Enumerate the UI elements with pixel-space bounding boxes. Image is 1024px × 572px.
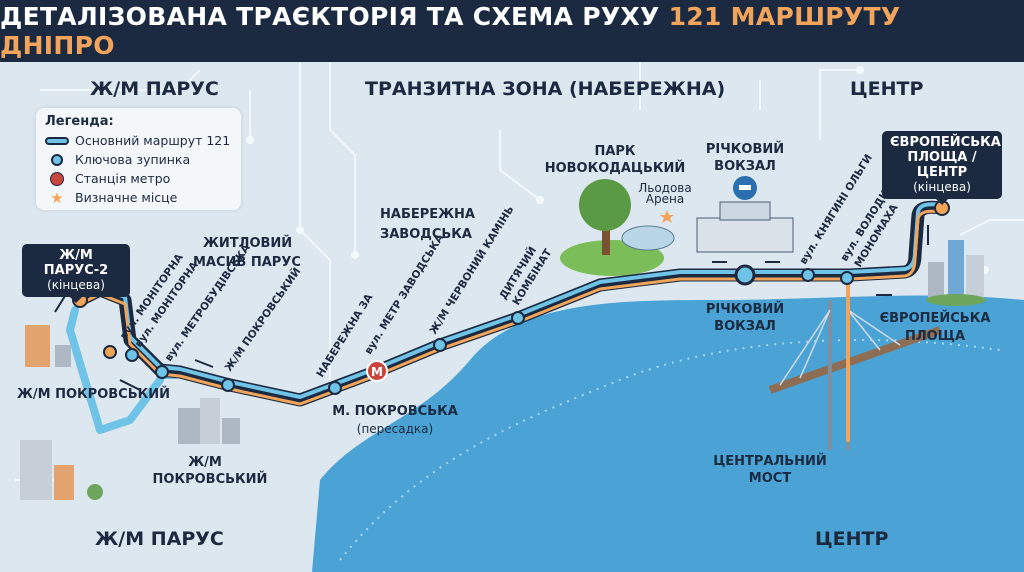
route-line-icon — [45, 136, 69, 145]
stop[interactable] — [511, 311, 525, 325]
legend-label: Визначне місце — [75, 190, 178, 205]
area-label: МОСТ — [749, 471, 792, 486]
area-label: ЦЕНТРАЛЬНИЙ — [713, 453, 827, 469]
stop[interactable] — [840, 271, 854, 285]
zone-label: Ж/М ПАРУС — [95, 528, 224, 550]
area-label: ПОКРОВСЬКИЙ — [153, 471, 268, 487]
stop-label: НАБЕРЕЖНА ЗА — [314, 291, 375, 379]
stop[interactable] — [328, 381, 342, 395]
area-label: ВОКЗАЛ — [714, 319, 776, 334]
stop[interactable] — [155, 365, 169, 379]
park-illustration — [560, 179, 675, 276]
legend-label: Ключова зупинка — [75, 152, 191, 167]
terminal-end-callout: ЄВРОПЕЙСЬКА ПЛОЩА / ЦЕНТР (кінцева) — [882, 131, 1002, 205]
stop-label: вул. МЕТР ЗАВОДСЬКА — [362, 231, 446, 356]
direction-arrows — [54, 225, 929, 391]
terminal-note: (кінцева) — [913, 180, 971, 194]
circuit-nodes — [246, 66, 989, 274]
landmark-label: Арена — [646, 192, 684, 206]
landmark-label: Льодова — [638, 181, 692, 195]
legend-title: Легенда: — [45, 114, 114, 129]
stop-circle-icon — [45, 153, 69, 166]
area-label: ЄВРОПЕЙСЬКА — [880, 310, 991, 326]
legend-item: Ключова зупинка — [45, 150, 232, 169]
terminal-name: Ж/М ПАРУС-2 — [43, 248, 109, 278]
legend-label: Основний маршрут 121 — [75, 133, 231, 148]
star-icon: ★ — [50, 188, 64, 207]
stop[interactable] — [801, 268, 815, 282]
zone-label: Ж/М ПАРУС — [90, 78, 219, 100]
buildings-pokrovsky — [20, 398, 240, 500]
river-station-building — [696, 176, 794, 253]
area-label: ВОКЗАЛ — [714, 159, 776, 174]
area-label: РІЧКОВИЙ — [706, 141, 784, 157]
star-icon — [660, 210, 674, 223]
legend-label: Станція метро — [75, 171, 171, 186]
zone-label: ТРАНЗИТНА ЗОНА (НАБЕРЕЖНА) — [365, 78, 725, 100]
terminal-start-callout: Ж/М ПАРУС-2 (кінцева) — [22, 244, 130, 303]
metro-station-label: М. ПОКРОВСЬКА — [332, 404, 458, 419]
legend-item: ★ Визначне місце — [45, 188, 232, 207]
area-label: ЗАВОДСЬКА — [380, 227, 472, 242]
area-label: Ж/М — [188, 455, 222, 470]
stop[interactable] — [103, 345, 117, 359]
area-label: НОВОКОДАЦЬКИЙ — [545, 160, 686, 176]
zone-label: ЦЕНТР — [815, 528, 888, 550]
area-label: НАБЕРЕЖНА — [380, 207, 475, 222]
page-title: ДЕТАЛІЗОВАНА ТРАЄКТОРІЯ ТА СХЕМА РУХУ 12… — [0, 2, 1024, 60]
area-label: ПЛОЩА — [905, 329, 965, 344]
buildings-euro — [926, 240, 986, 306]
area-label: МАСИВ ПАРУС — [193, 255, 301, 270]
stop[interactable] — [433, 338, 447, 352]
terminal-note: (кінцева) — [47, 278, 105, 292]
stop[interactable] — [125, 348, 139, 362]
terminal-name: ПЛОЩА / ЦЕНТР — [907, 150, 977, 180]
legend: Легенда: Основний маршрут 121 Ключова зу… — [36, 108, 241, 210]
stop[interactable] — [221, 378, 235, 392]
buildings-parus — [25, 325, 71, 367]
area-label: РІЧКОВИЙ — [706, 301, 784, 317]
metro-icon — [45, 171, 69, 186]
title-accent: 121 МАРШРУТУ ДНІПРО — [0, 2, 901, 60]
river-station-stop[interactable] — [734, 264, 756, 286]
title-bar: ДЕТАЛІЗОВАНА ТРАЄКТОРІЯ ТА СХЕМА РУХУ 12… — [0, 0, 1024, 62]
terminal-name: ЄВРОПЕЙСЬКА — [890, 135, 1001, 150]
metro-icon[interactable] — [366, 360, 388, 382]
area-label: Ж/М ПОКРОВСЬКИЙ — [17, 386, 170, 402]
metro-transfer-note: (пересадка) — [357, 422, 433, 436]
title-main: ДЕТАЛІЗОВАНА ТРАЄКТОРІЯ ТА СХЕМА РУХУ — [0, 2, 669, 31]
zone-label: ЦЕНТР — [850, 78, 923, 100]
legend-item: Основний маршрут 121 — [45, 131, 232, 150]
metro-letter: М — [371, 365, 383, 379]
area-label: ЖИТЛОВИЙ — [203, 235, 292, 251]
area-label: ПАРК — [594, 144, 635, 159]
legend-item: Станція метро — [45, 169, 232, 188]
stop-label: Ж/М ПОКРОВСЬКИЙ — [222, 265, 304, 374]
